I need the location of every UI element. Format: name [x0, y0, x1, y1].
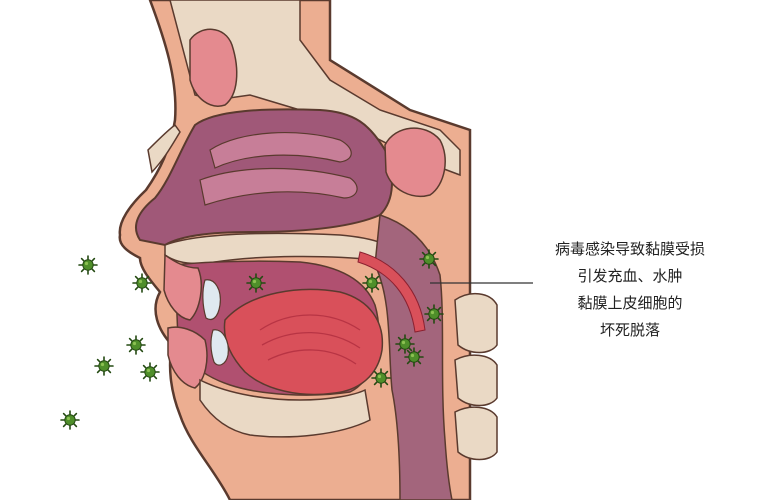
lower-tooth [210, 329, 229, 366]
annotation-line-2: 引发充血、水肿 [577, 267, 683, 285]
mandible [199, 378, 371, 438]
upper-tooth [202, 279, 221, 321]
virus-icon [126, 335, 146, 355]
nasal-bridge [147, 123, 181, 174]
vertebra-3 [454, 406, 498, 461]
middle-turbinate [199, 167, 358, 206]
virus-icon [94, 356, 114, 376]
vertebra-2 [454, 354, 498, 407]
virus-icon [404, 347, 424, 367]
annotation-line-3: 黏膜上皮细胞的 [577, 294, 683, 312]
virus-icon [419, 249, 439, 269]
tongue [223, 288, 384, 396]
virus-icon [60, 410, 80, 430]
virus-icon [132, 273, 152, 293]
virus-icon [246, 273, 266, 293]
superior-turbinate [209, 131, 352, 169]
tongue-lines [259, 314, 361, 365]
virus-icon [395, 334, 415, 354]
annotation-text: 病毒感染导致黏膜受损 引发充血、水肿 黏膜上皮细胞的 坏死脱落 [520, 236, 740, 344]
virus-icon [140, 362, 160, 382]
vertebra-1 [454, 293, 498, 354]
annotation-line-4: 坏死脱落 [599, 321, 660, 339]
lower-lip [167, 326, 208, 389]
virus-icon [371, 368, 391, 388]
upper-lip [163, 253, 202, 321]
inflamed-mucosa [357, 251, 426, 333]
virus-icon [424, 304, 444, 324]
sphenoid-sinus [384, 127, 446, 197]
virus-icon [362, 273, 382, 293]
virus-icon [78, 255, 98, 275]
frontal-sinus [189, 28, 238, 107]
annotation-line-1: 病毒感染导致黏膜受损 [554, 240, 705, 258]
